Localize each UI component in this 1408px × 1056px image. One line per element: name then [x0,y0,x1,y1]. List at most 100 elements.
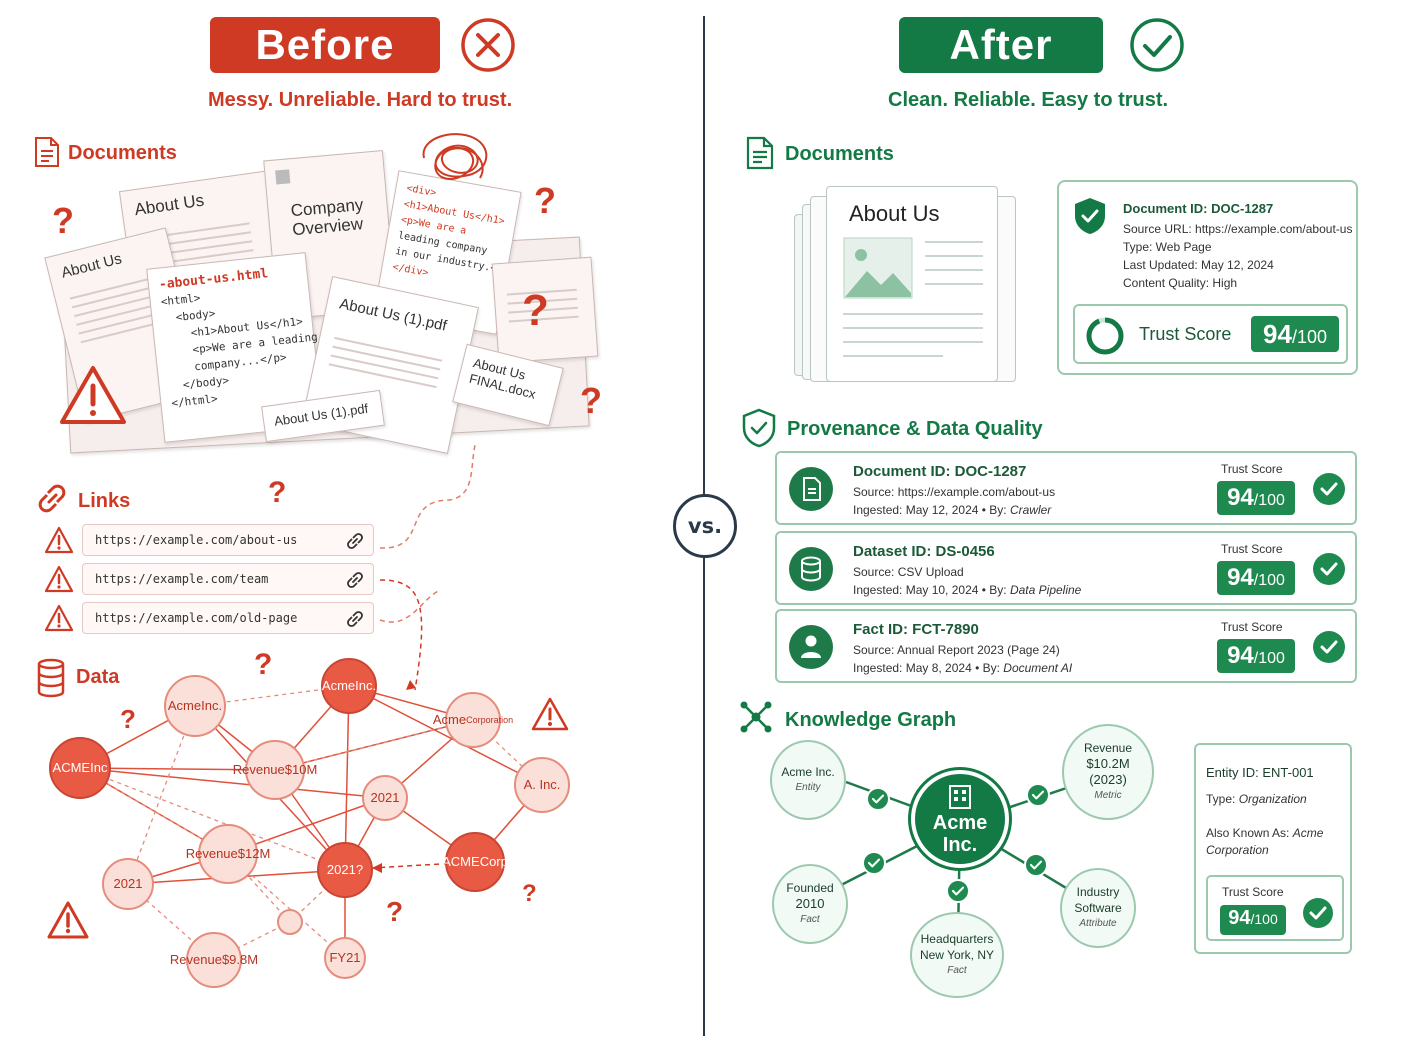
question-mark: ? [120,704,136,734]
scribble-icon [422,133,488,180]
messy-graph-node-label: Acme [432,712,467,727]
before-data-label: Data [76,666,120,688]
shield-check-icon [742,408,776,448]
provenance-ingested: Ingested: May 12, 2024 • By: Crawler [853,503,1051,517]
messy-graph-node-label: $12M [237,846,271,861]
provenance-score-pill: 94/100 [1217,639,1295,673]
person-icon [789,625,833,669]
question-mark: ? [534,180,556,221]
provenance-ingested-text: Ingested: May 10, 2024 • By: [853,583,1010,597]
messy-graph-node[interactable]: FY21 [324,937,366,979]
link-url-box[interactable]: https://example.com/about-us [82,524,374,556]
before-tagline: Messy. Unreliable. Hard to trust. [208,89,513,111]
question-mark: ? [254,648,273,681]
check-icon [1313,553,1345,585]
messy-graph-node[interactable]: 2021? [317,842,373,898]
provenance-score-value: 94 [1227,642,1254,669]
kg-revenue-kind: Metric [1094,790,1122,801]
messy-graph-node[interactable]: A. Inc. [514,757,570,813]
messy-graph-node-label: Inc [90,760,108,775]
check-icon [1313,631,1345,663]
messy-graph-node-label: 2021? [326,862,364,877]
graph-network-icon [740,701,772,733]
question-mark: ? [52,200,74,241]
link-url-text: https://example.com/team [95,572,269,586]
provenance-score-value: 94 [1227,564,1254,591]
kg-center-node[interactable]: Acme Inc. [911,770,1009,868]
messy-graph-node[interactable]: Revenue$9.8M [170,932,258,988]
check-icon [946,879,970,903]
before-documents-label: Documents [68,142,177,164]
check-icon [1313,473,1345,505]
link-url-text: https://example.com/old-page [95,611,298,625]
provenance-title: Document ID: DOC-1287 [853,463,1027,480]
entity-type-label: Type: [1206,792,1239,806]
link-url-text: https://example.com/about-us [95,533,298,547]
messy-graph-node-label: Acme [321,678,356,693]
messy-graph-node-label: FY21 [329,950,361,965]
provenance-trust-label: Trust Score [1221,542,1283,556]
kg-revenue-line1: Revenue [1083,741,1133,755]
check-icon [1026,783,1050,807]
kg-hq-node[interactable]: Headquarters New York, NY Fact [910,912,1004,998]
check-icon [866,787,890,811]
info-type: Type: Web Page [1123,240,1212,254]
after-title: After [899,17,1103,73]
kg-founded-line2: 2010 [795,896,825,911]
broken-connections [379,444,476,691]
messy-graph-node-label: ACME [52,760,91,775]
messy-graph-node[interactable]: Revenue$12M [186,824,270,884]
messy-graph-node-label: Inc. [201,698,223,713]
messy-graph-node-label: Revenue [185,846,238,861]
kg-founded-node[interactable]: Founded 2010 Fact [772,864,848,944]
messy-graph-node-label: Acme [167,698,202,713]
provenance-trust-label: Trust Score [1221,620,1283,634]
kg-industry-node[interactable]: Industry Software Attribute [1060,868,1136,948]
provenance-trust-label: Trust Score [1221,462,1283,476]
question-mark: ? [386,896,404,927]
messy-graph-edges [79,685,543,961]
messy-graph-node-label: A. Inc. [523,777,561,792]
check-icon [1024,853,1048,877]
trust-score-box: Trust Score 94/100 [1073,304,1348,364]
messy-graph-empty-node [277,909,303,935]
provenance-source: Source: CSV Upload [853,565,964,579]
document-icon [746,136,774,170]
provenance-score-value: 94 [1227,484,1254,511]
chain-link-icon [347,611,363,627]
messy-graph-node[interactable]: Revenue$10M [233,740,317,800]
about-us-title-2: About Us [59,250,124,282]
link-url-box[interactable]: https://example.com/old-page [82,602,374,634]
kg-hq-line1: Headquarters [920,932,994,946]
provenance-title: Fact ID: FCT-7890 [853,621,979,638]
messy-graph-node-label: ACME [442,854,480,869]
kg-industry-line2: Software [1074,901,1122,915]
kg-entity-node[interactable]: Acme Inc. Entity [770,740,846,820]
provenance-title: Dataset ID: DS-0456 [853,543,995,560]
provenance-source: Source: https://example.com/about-us [853,485,1056,499]
trust-gauge-icon [1086,317,1124,355]
link-url-box[interactable]: https://example.com/team [82,563,374,595]
about-us-title: About Us [133,190,206,220]
kg-center-line1: Acme [932,812,988,834]
provenance-by: Document AI [1003,661,1073,675]
kg-revenue-node[interactable]: Revenue $10.2M (2023) Metric [1062,724,1154,820]
provenance-ingested-text: Ingested: May 12, 2024 • By: [853,503,1010,517]
provenance-score-pill: 94/100 [1217,481,1295,515]
entity-aka-value1: Acme [1292,826,1324,840]
question-mark: ? [580,380,602,421]
messy-graph-node[interactable]: 2021 [102,858,154,910]
messy-graph-node-label: 2021 [370,790,400,805]
check-icon [862,851,886,875]
clean-document: About Us [826,186,998,382]
entity-aka-label: Also Known As: [1206,826,1293,840]
messy-graph-node[interactable]: 2021 [362,775,408,821]
